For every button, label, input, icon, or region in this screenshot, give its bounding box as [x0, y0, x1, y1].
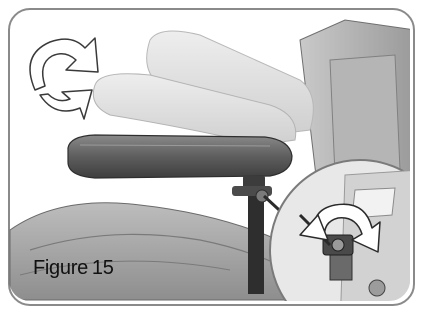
detail-magnifier: [270, 160, 429, 329]
caption-label: Figure: [33, 257, 88, 279]
rotate-arrows-icon: [30, 38, 98, 119]
armrest-main: [68, 135, 292, 178]
caption-number: 15: [92, 257, 114, 279]
